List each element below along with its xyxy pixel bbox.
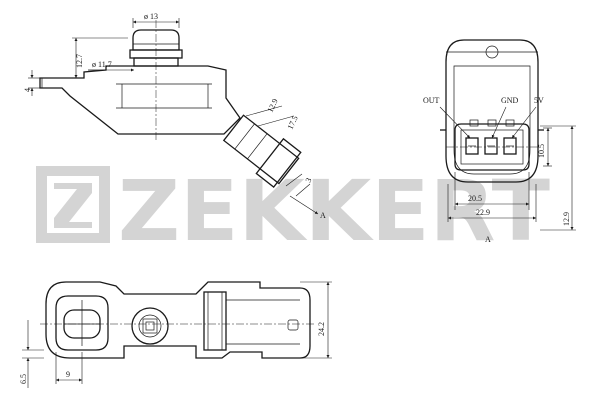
- sensor-bottom-view: [40, 281, 316, 359]
- sensor-cap: [132, 29, 180, 51]
- connector-socket: [454, 123, 530, 171]
- dim-diameter-13: ø 13: [144, 12, 158, 21]
- mounting-port: [55, 295, 109, 351]
- connector-housing: [445, 39, 539, 183]
- bottom-view-dimensions: 6.5 9 24.2: [19, 281, 332, 388]
- dim-20-5: 20.5: [468, 194, 482, 203]
- pin-label-gnd: GND: [501, 96, 519, 105]
- dim-12-9-connector: 12.9: [562, 212, 571, 226]
- dim-22-9: 22.9: [476, 208, 490, 217]
- brand-watermark: ZEKKERT: [36, 162, 550, 260]
- section-marker-connector: A: [485, 235, 491, 244]
- watermark-logo-mark: [36, 166, 110, 243]
- pin-5v: [503, 137, 517, 155]
- dim-12-9: 12.9: [266, 97, 280, 113]
- pin-gnd: [484, 137, 498, 155]
- pin-label-out: OUT: [423, 96, 440, 105]
- pin-label-5v: 5V: [534, 96, 544, 105]
- dim-9: 9: [66, 370, 70, 379]
- dim-diameter-11-7: ø 11.7: [92, 60, 112, 69]
- sensor-body: [39, 65, 241, 135]
- connector-block: [203, 291, 227, 351]
- sensor-outline-bottom: [45, 281, 311, 359]
- dim-12-7: 12.7: [75, 54, 84, 68]
- connector-view-labels: OUT GND 5V 10.5 12.9 20.5 22.9 A: [423, 96, 576, 244]
- angled-connector: [222, 114, 300, 185]
- dim-24-2: 24.2: [317, 322, 326, 336]
- section-marker-side: A: [320, 211, 326, 220]
- dim-17-5: 17.5: [286, 114, 300, 130]
- sensor-side-view: [39, 20, 302, 188]
- pin-out: [465, 137, 479, 155]
- sensor-port: [131, 307, 169, 345]
- dim-4: 4: [23, 88, 32, 92]
- connector-end-view: [440, 39, 544, 183]
- dim-3: 3: [304, 176, 314, 183]
- dim-6-5: 6.5: [19, 374, 28, 384]
- dim-10-5: 10.5: [537, 144, 546, 158]
- watermark-text: ZEKKERT: [118, 162, 550, 260]
